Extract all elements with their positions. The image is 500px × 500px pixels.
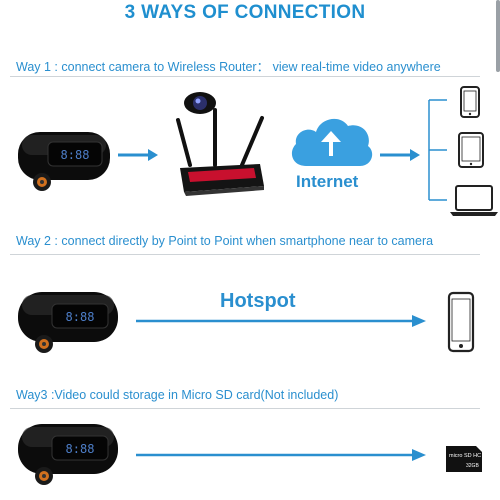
tablet-icon <box>458 132 484 168</box>
cloud-label: Internet <box>296 172 359 191</box>
page-title: 3 WAYS OF CONNECTION <box>124 2 366 23</box>
clock-camera-1: 8:88 <box>18 132 110 191</box>
arrow-camera-to-router <box>118 149 158 161</box>
device-bracket <box>428 99 447 201</box>
arrow-hotspot <box>136 315 426 327</box>
micro-sd-card-icon: micro SD HC 32GB <box>444 444 484 474</box>
sd-size: 32GB <box>466 463 479 469</box>
arrow-sd-card <box>136 449 426 461</box>
arrow-cloud-to-devices <box>380 149 420 161</box>
cloud-upload-icon <box>291 118 373 166</box>
divider <box>10 408 480 409</box>
scrollbar[interactable] <box>496 0 500 72</box>
smartphone-icon <box>447 291 475 353</box>
svg-text:8:88: 8:88 <box>66 442 95 456</box>
wireless-router-icon <box>176 108 264 196</box>
camera-lens-icon <box>184 92 216 114</box>
svg-text:8:88: 8:88 <box>61 148 90 162</box>
sd-label: micro SD HC <box>449 453 482 459</box>
clock-camera-3: 8:88 <box>18 424 118 485</box>
svg-text:8:88: 8:88 <box>66 310 95 324</box>
way2-description: Way 2 : connect directly by Point to Poi… <box>16 234 434 248</box>
clock-camera-2: 8:88 <box>18 292 118 353</box>
laptop-icon <box>450 185 498 216</box>
way3-description: Way3 :Video could storage in Micro SD ca… <box>16 388 339 402</box>
divider <box>10 76 480 77</box>
smartphone-icon <box>460 86 480 118</box>
divider <box>10 254 480 255</box>
way1-description: Way 1 : connect camera to Wireless Route… <box>16 60 441 74</box>
hotspot-label: Hotspot <box>220 290 296 312</box>
